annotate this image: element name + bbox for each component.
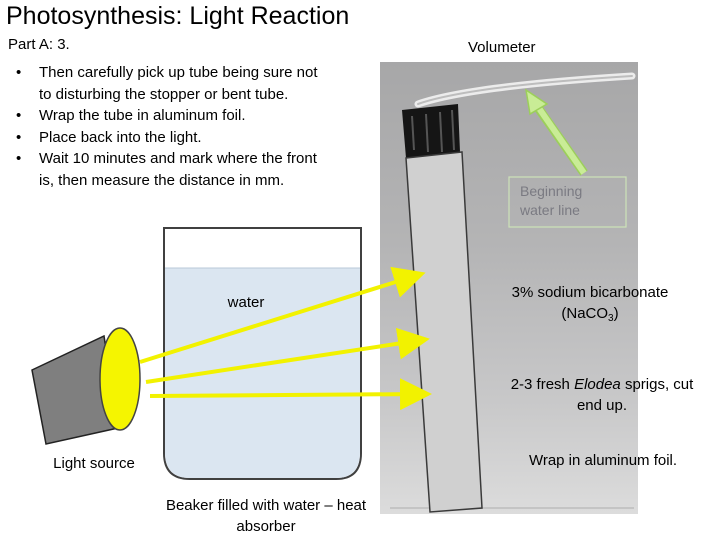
instruction-step-text: Wait 10 minutes and mark where the front…: [39, 150, 317, 189]
bullet-icon: •: [16, 128, 22, 146]
volumeter-label: Volumeter: [468, 39, 536, 56]
stopper-ridge: [411, 115, 415, 151]
water-label: water: [227, 294, 265, 311]
green-arrow-shaft: [533, 102, 587, 175]
beaker-label: Beaker filled with water – heat absorber: [165, 497, 367, 535]
sodium-bicarbonate-label: 3% sodium bicarbonate (NaCO3): [488, 282, 692, 324]
page-title: Photosynthesis: Light Reaction: [6, 2, 350, 30]
elodea-suffix: sprigs, cut end up.: [576, 376, 694, 414]
bicarb-formula-suffix: ): [613, 305, 619, 322]
section-subtitle: Part A: 3.: [8, 36, 70, 53]
elodea-prefix: 2-3 fresh: [510, 376, 575, 393]
bullet-icon: •: [16, 150, 22, 167]
light-beam-bottom: [149, 378, 432, 411]
rubber-stopper: [402, 104, 460, 158]
light-source-label: Light source: [53, 455, 135, 472]
bicarb-formula-subscript: 3: [608, 313, 614, 324]
stopper-ridge: [425, 113, 429, 153]
instruction-step-3: • Place back into the light.: [14, 127, 332, 149]
elodea-label: 2-3 fresh Elodea sprigs, cut end up.: [498, 374, 706, 416]
bent-glass-tube-core: [417, 75, 633, 105]
beaker-water: [165, 268, 360, 478]
stopper-ridge: [451, 109, 455, 151]
elodea-species: Elodea: [574, 376, 621, 393]
instruction-step-text: Place back into the light.: [39, 128, 202, 146]
light-beam-top: [139, 266, 426, 364]
bicarb-name: 3% sodium bicarbonate: [511, 284, 669, 301]
light-bulb: [99, 327, 141, 431]
instruction-step-4: • Wait 10 minutes and mark where the fron…: [14, 148, 332, 191]
instruction-step-1: • Then carefully pick up tube being sure …: [14, 62, 332, 105]
instruction-list: • Then carefully pick up tube being sure …: [14, 62, 332, 191]
instruction-step-text: Then carefully pick up tube being sure n…: [39, 64, 318, 103]
aluminum-foil-label: Wrap in aluminum foil.: [528, 452, 678, 469]
foil-wrapped-tube: [405, 151, 483, 513]
light-beam-middle: [145, 327, 430, 384]
beginning-water-line-label: Beginning water line: [520, 183, 583, 218]
stopper-ridge: [439, 111, 443, 153]
bullet-icon: •: [16, 107, 22, 124]
instruction-step-text: Wrap the tube in aluminum foil.: [39, 107, 246, 124]
bullet-icon: •: [16, 64, 22, 81]
bicarb-formula-prefix: (NaCO: [561, 305, 609, 322]
instruction-step-2: • Wrap the tube in aluminum foil.: [14, 105, 332, 127]
beginning-water-line-box: [508, 176, 627, 228]
green-arrow-head: [524, 88, 549, 116]
bent-glass-tube: [414, 72, 636, 108]
